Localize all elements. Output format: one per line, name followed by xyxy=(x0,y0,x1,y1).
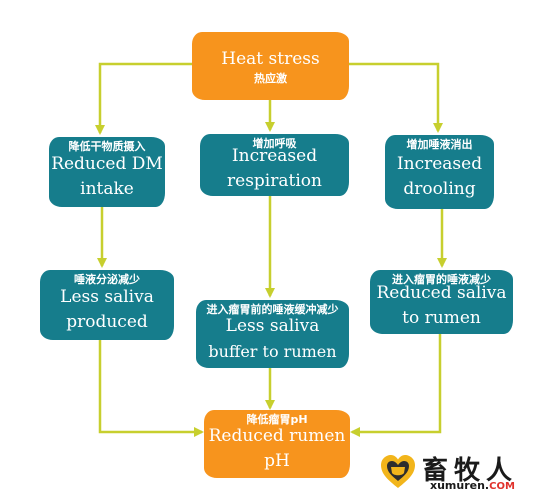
reduced-saliva-to-rumen-label-line2: to rumen xyxy=(402,308,481,328)
reduced-saliva-to-rumen-node: 进入瘤胃的唾液减少 Reduced saliva to rumen xyxy=(370,270,513,334)
less-saliva-buffer-label-line1: Less saliva xyxy=(225,316,320,336)
less-saliva-buffer-cn-label: 进入瘤胃前的唾液缓冲减少 xyxy=(206,303,339,316)
reduced-saliva-to-rumen-label-line1: Reduced saliva xyxy=(376,283,507,303)
arrow-heat-to-drool xyxy=(349,62,443,133)
less-saliva-buffer-label-line2: buffer to rumen xyxy=(208,342,337,361)
less-saliva-produced-label-line1: Less saliva xyxy=(60,287,154,307)
reduced-dm-intake-cn-label: 降低干物质摄入 xyxy=(68,140,146,153)
heat-stress-node: Heat stress 热应激 xyxy=(192,32,349,100)
logo-url-main: xumuren. xyxy=(430,479,490,492)
increased-respiration-cn-label: 增加呼吸 xyxy=(252,137,297,150)
heat-stress-cn-label: 热应激 xyxy=(254,72,287,85)
reduced-rumen-ph-label-line1: Reduced rumen xyxy=(208,426,346,446)
heart-cup-logo-icon xyxy=(381,455,415,488)
increased-drooling-node: 增加唾液消出 Increased drooling xyxy=(385,135,494,209)
increased-drooling-label-line1: Increased xyxy=(396,154,483,174)
less-saliva-buffer-node: 进入瘤胃前的唾液缓冲减少 Less saliva buffer to rumen xyxy=(196,300,349,368)
reduced-rumen-ph-cn-label: 降低瘤胃pH xyxy=(246,413,308,426)
logo-url: xumuren.COM xyxy=(430,479,515,492)
increased-respiration-label-line1: Increased xyxy=(231,146,318,166)
increased-drooling-label-line2: drooling xyxy=(403,179,476,199)
reduced-dm-intake-label-line2: intake xyxy=(80,179,134,199)
reduced-dm-intake-label-line1: Reduced DM xyxy=(51,154,163,174)
less-saliva-produced-label-line2: produced xyxy=(66,312,148,332)
less-saliva-produced-cn-label: 唾液分泌减少 xyxy=(74,273,140,286)
logo-url-domain: COM xyxy=(489,481,515,492)
arrow-reduced-saliva-to-ph xyxy=(350,334,442,437)
arrow-heat-to-dm xyxy=(95,62,192,135)
reduced-rumen-ph-node: 降低瘤胃pH Reduced rumen pH xyxy=(204,410,350,478)
logo-name: 畜牧人 xyxy=(422,456,519,486)
reduced-rumen-ph-label-line2: pH xyxy=(264,451,290,471)
reduced-saliva-to-rumen-cn-label: 进入瘤胃的唾液减少 xyxy=(392,273,491,286)
increased-drooling-cn-label: 增加唾液消出 xyxy=(406,138,473,151)
increased-respiration-label-line2: respiration xyxy=(227,171,322,191)
heat-stress-label: Heat stress xyxy=(221,49,320,69)
reduced-dm-intake-node: 降低干物质摄入 Reduced DM intake xyxy=(49,137,165,207)
increased-respiration-node: 增加呼吸 Increased respiration xyxy=(200,134,349,196)
arrow-less-saliva-to-ph xyxy=(98,340,204,437)
less-saliva-produced-node: 唾液分泌减少 Less saliva produced xyxy=(40,270,174,340)
xumuren-logo: 畜牧人 xumuren.COM xyxy=(378,452,548,492)
